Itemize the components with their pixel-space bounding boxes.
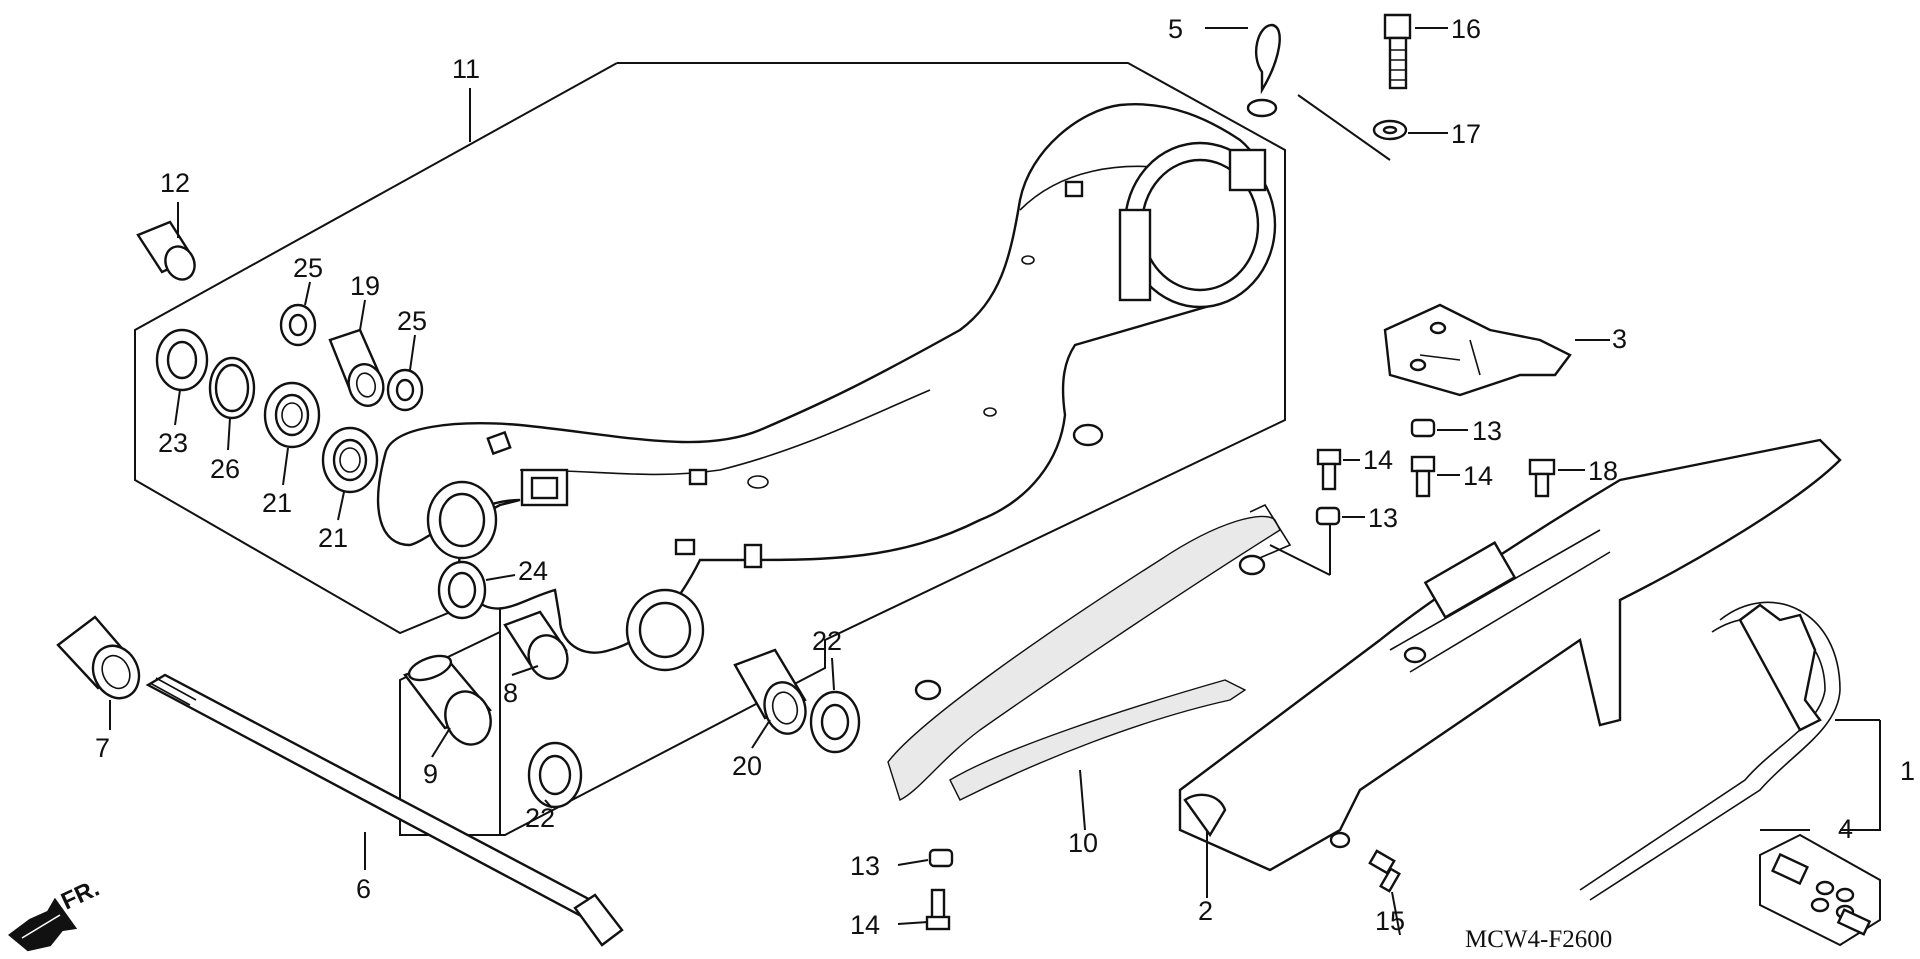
callout-20: 20 bbox=[732, 751, 762, 781]
part-25-seal-left bbox=[279, 303, 317, 347]
callout-12: 12 bbox=[160, 168, 190, 198]
callout-9: 9 bbox=[423, 759, 438, 789]
callout-4: 4 bbox=[1838, 814, 1853, 844]
part-20-needle-bearing bbox=[733, 648, 807, 735]
front-direction-arrow-icon bbox=[8, 897, 78, 952]
part-10-chain-slider bbox=[887, 503, 1292, 801]
drawing-code: MCW4-F2600 bbox=[1465, 926, 1612, 953]
callout-11: 11 bbox=[452, 54, 480, 84]
callout-1: 1 bbox=[1900, 756, 1915, 786]
part-14-bolt-right bbox=[1410, 455, 1436, 498]
part-9-bushing bbox=[403, 654, 492, 746]
callout-22-left: 22 bbox=[525, 803, 555, 833]
callout-13-top: 13 bbox=[1472, 416, 1502, 446]
callout-13-bottom: 13 bbox=[850, 851, 880, 881]
part-1-drive-chain bbox=[1579, 601, 1841, 901]
callout-6: 6 bbox=[356, 874, 371, 904]
part-15-screw bbox=[1368, 849, 1401, 893]
part-2-chain-case bbox=[1178, 438, 1842, 872]
callout-13-mid: 13 bbox=[1368, 503, 1398, 533]
callout-21-upper: 21 bbox=[262, 488, 292, 518]
front-direction-label: FR. bbox=[57, 875, 103, 916]
part-26-circlip bbox=[208, 356, 256, 420]
swingarm-body bbox=[376, 103, 1277, 672]
part-21-ball-bearing-upper bbox=[263, 381, 321, 449]
callout-22-right: 22 bbox=[812, 626, 842, 656]
part-23-oil-seal bbox=[155, 328, 209, 392]
part-14-bolt-left bbox=[1316, 448, 1342, 491]
callout-15: 15 bbox=[1375, 906, 1405, 936]
callout-labels: 1 2 3 4 5 6 7 8 9 10 11 12 13 13 13 14 1… bbox=[95, 14, 1915, 940]
part-13-nut-bottom bbox=[928, 848, 954, 868]
part-13-nut-top bbox=[1410, 418, 1436, 438]
callout-3: 3 bbox=[1612, 324, 1627, 354]
part-8-bushing bbox=[503, 610, 569, 680]
part-17-washer bbox=[1372, 119, 1408, 141]
callout-7: 7 bbox=[95, 733, 110, 763]
part-6-pivot-shaft bbox=[145, 673, 624, 947]
callout-21-lower: 21 bbox=[318, 523, 348, 553]
part-5-clip bbox=[1246, 23, 1281, 118]
part-4-chain-joint bbox=[1759, 833, 1881, 947]
callout-25-left: 25 bbox=[293, 253, 323, 283]
callout-5: 5 bbox=[1168, 14, 1183, 44]
part-14-bolt-bottom bbox=[925, 888, 951, 931]
callout-14-left: 14 bbox=[1363, 445, 1393, 475]
part-3-protector bbox=[1383, 303, 1572, 397]
callout-17: 17 bbox=[1451, 119, 1481, 149]
part-19-needle-bearing bbox=[328, 328, 385, 407]
part-7-collar bbox=[56, 615, 141, 700]
part-24-seal bbox=[437, 560, 487, 620]
part-25-seal-right bbox=[386, 368, 424, 412]
part-22-seal-left bbox=[527, 741, 583, 809]
part-12-collar bbox=[136, 220, 196, 281]
part-16-bolt bbox=[1383, 13, 1412, 90]
callout-16: 16 bbox=[1451, 14, 1481, 44]
callout-25-right: 25 bbox=[397, 306, 427, 336]
callout-26: 26 bbox=[210, 454, 240, 484]
callout-24: 24 bbox=[518, 556, 548, 586]
callout-2: 2 bbox=[1198, 896, 1213, 926]
callout-23: 23 bbox=[158, 428, 188, 458]
callout-8: 8 bbox=[503, 678, 518, 708]
callout-18: 18 bbox=[1588, 456, 1618, 486]
part-22-seal-right bbox=[809, 690, 861, 754]
part-13-nut-mid bbox=[1315, 506, 1341, 526]
callout-10: 10 bbox=[1068, 828, 1098, 858]
part-21-ball-bearing-lower bbox=[321, 426, 379, 494]
callout-14-bottom: 14 bbox=[850, 910, 880, 940]
callout-14-right: 14 bbox=[1463, 461, 1493, 491]
part-18-bolt bbox=[1528, 458, 1556, 498]
callout-19: 19 bbox=[350, 271, 380, 301]
leader-lines bbox=[109, 27, 1881, 936]
